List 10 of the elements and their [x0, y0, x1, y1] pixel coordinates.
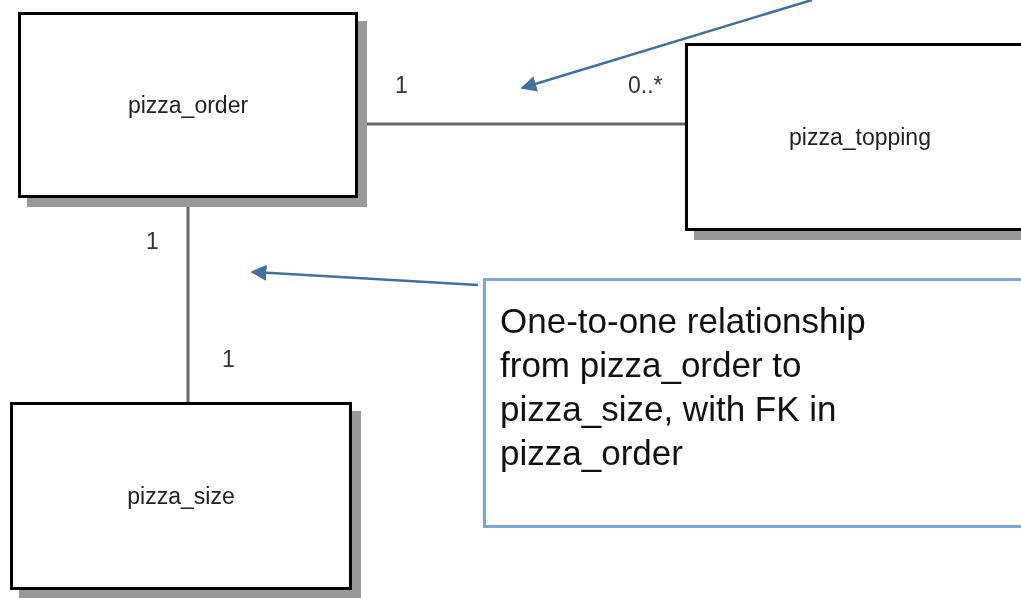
multiplicity-label: 0..* [628, 72, 663, 99]
class-name: pizza_topping [789, 123, 931, 151]
multiplicity-label: 1 [146, 228, 159, 255]
class-name: pizza_size [127, 482, 235, 510]
multiplicity-label: 1 [395, 72, 408, 99]
class-name: pizza_order [127, 91, 249, 119]
leader-arrow [250, 264, 479, 287]
multiplicity-label: 1 [222, 346, 235, 373]
callout-box [483, 278, 1021, 528]
callout-text: One-to-one relationship from pizza_order to pizza_size, with FK in pizza_order [500, 300, 867, 474]
